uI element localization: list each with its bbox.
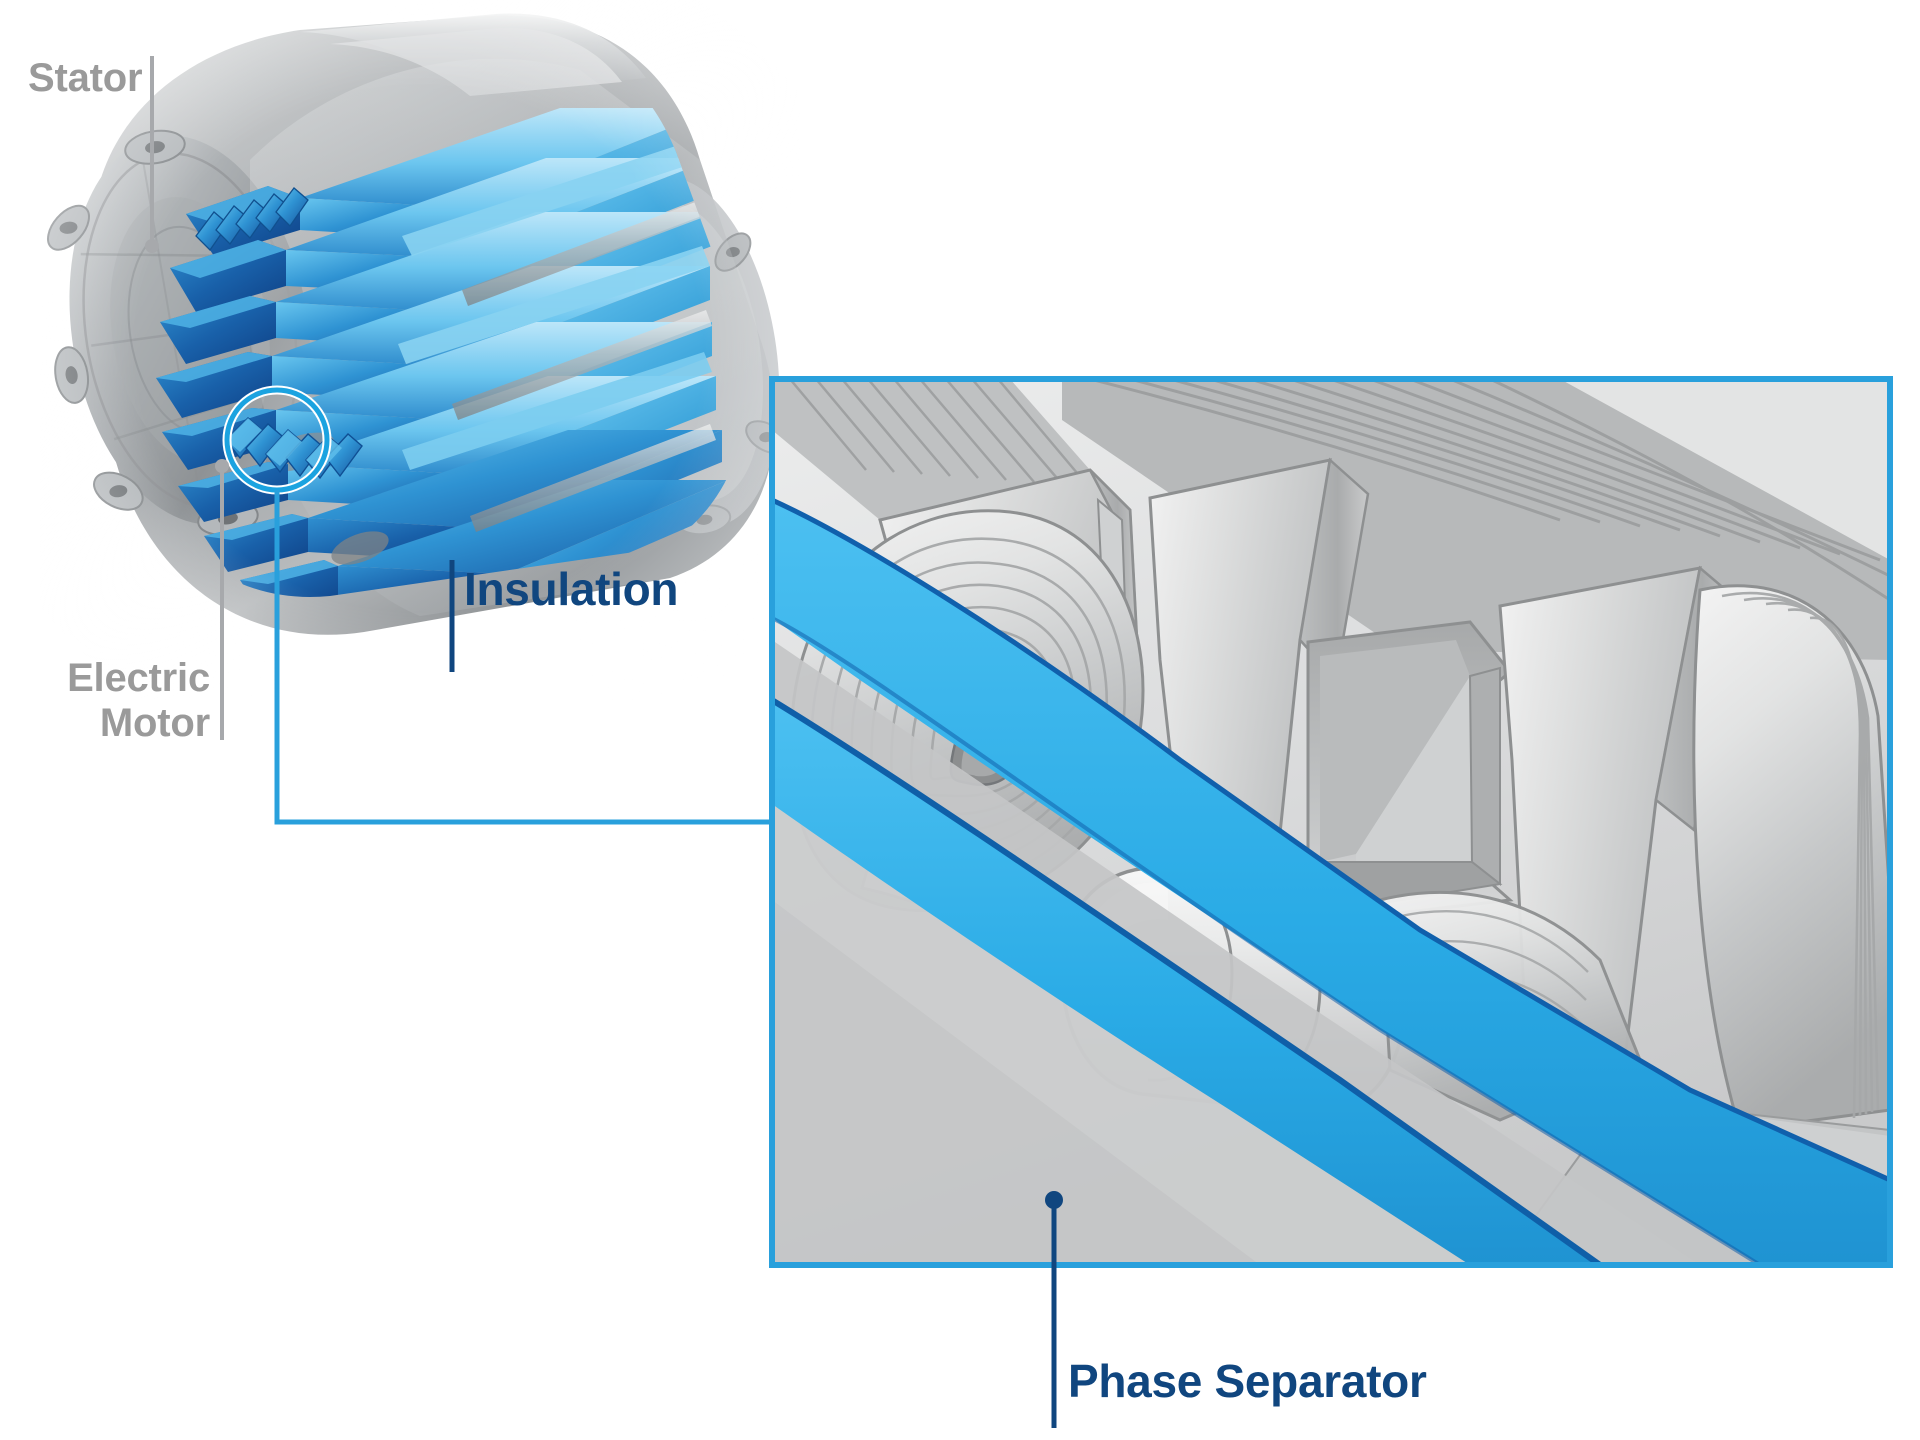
detail-panel-border [769, 376, 1893, 1268]
label-stator: Stator [28, 56, 143, 100]
stator-base-plate [772, 640, 1700, 1265]
label-electric-motor: Electric Motor [67, 656, 210, 745]
coil-right [1692, 584, 1890, 1132]
phase-separator-band [772, 497, 1890, 1265]
phase-separator-leader-line [1045, 1191, 1063, 1428]
electric-motor-leader-line [215, 459, 229, 740]
label-phase-separator: Phase Separator [1068, 1355, 1427, 1407]
label-insulation: Insulation [464, 563, 679, 615]
stator-leader-line [145, 56, 159, 253]
insulation-leader-line [274, 490, 770, 825]
phase-separator-lower [772, 697, 1602, 1265]
slot-liner-insulation [1306, 620, 1514, 922]
